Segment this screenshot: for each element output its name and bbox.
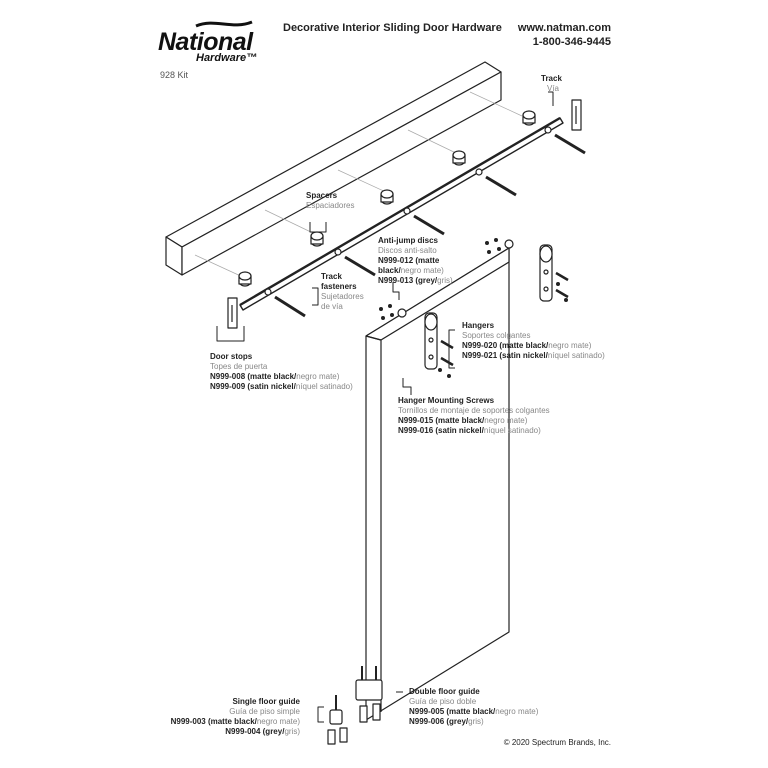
double-guide-label: Double floor guide: [409, 687, 480, 696]
brand-top: National: [158, 28, 253, 56]
hangers-part-2-gray: níquel satinado): [547, 351, 605, 360]
copyright: © 2020 Spectrum Brands, Inc.: [503, 738, 611, 747]
anti-jump-disc-top: [397, 239, 514, 318]
single-guide-label: Single floor guide: [232, 697, 300, 706]
alignment-lines: [194, 91, 523, 279]
door-stop-right: [571, 99, 582, 131]
hanger-left: [424, 312, 454, 370]
door-stops-label: Door stops: [210, 352, 253, 361]
double-guide-part-2: N999-006 (grey/gris): [409, 717, 538, 727]
anti-jump-part-1b-bold: black/: [378, 266, 401, 275]
single-guide-label-es: Guía de piso simple: [229, 707, 300, 716]
single-guide-part-1-gray: negro mate): [256, 717, 300, 726]
hangers-part-1: N999-020 (matte black/negro mate): [462, 341, 605, 351]
single-guide-part-2-gray: gris): [284, 727, 300, 736]
track-fasteners-label-2: fasteners: [321, 282, 357, 291]
anti-jump-part-1a: N999-012 (matte: [378, 256, 440, 265]
trademark: ™: [246, 52, 258, 64]
anti-jump-part-1b-gray: negro mate): [400, 266, 444, 275]
spacer: [310, 231, 324, 247]
callout-hangers: Hangers Soportes colgantes N999-020 (mat…: [462, 321, 605, 361]
hanger-screws-part-1: N999-015 (matte black/negro mate): [398, 416, 550, 426]
callout-door-stops: Door stops Topes de puerta N999-008 (mat…: [210, 352, 353, 392]
brand-logo: National: [158, 28, 253, 57]
spacer: [380, 189, 394, 205]
kit-label: 928 Kit: [160, 70, 189, 80]
door-stops-part-2-gray: níquel satinado): [295, 382, 353, 391]
hanger-screws-part-1-bold: N999-015 (matte black/: [398, 416, 485, 425]
hanger-screws-part-2: N999-016 (satin nickel/níquel satinado): [398, 426, 550, 436]
spacer: [238, 271, 252, 287]
door-stops-label-es: Topes de puerta: [210, 362, 268, 371]
door-stops-part-1-bold: N999-008 (matte black/: [210, 372, 297, 381]
anti-jump-part-2-gray: gris): [437, 276, 453, 285]
spacers-label-es: Espaciadores: [306, 201, 355, 210]
track-bar: [239, 116, 564, 311]
track-fasteners-label-es-2: de vía: [321, 302, 343, 311]
spacer: [452, 150, 466, 166]
door-stops-part-2: N999-009 (satin nickel/níquel satinado): [210, 382, 353, 392]
phone-number: 1-800-346-9445: [532, 36, 611, 48]
hanger-screws-label: Hanger Mounting Screws: [398, 396, 495, 405]
double-guide-part-1-bold: N999-005 (matte black/: [409, 707, 496, 716]
header-board: [165, 61, 502, 276]
brand-bottom: Hardware: [196, 52, 247, 64]
track-fasteners-label-es-1: Sujetadores: [321, 292, 364, 301]
single-guide-part-1: N999-003 (matte black/negro mate): [171, 717, 300, 727]
anti-jump-label-es: Discos anti-salto: [378, 246, 437, 255]
hangers-label: Hangers: [462, 321, 495, 330]
hanger-screws-label-es: Tornillos de montaje de soportes colgant…: [398, 406, 550, 415]
hanger-right: [539, 244, 569, 302]
website: www.natman.com: [517, 22, 611, 34]
hangers-part-1-bold: N999-020 (matte black/: [462, 341, 549, 350]
double-guide-label-es: Guía de piso doble: [409, 697, 477, 706]
double-floor-guide: [355, 666, 383, 723]
anti-jump-part-1b: black/negro mate): [378, 266, 453, 276]
callout-double-floor-guide: Double floor guide Guía de piso doble N9…: [409, 687, 538, 727]
anti-jump-part-2: N999-013 (grey/gris): [378, 276, 453, 286]
track-label: Track: [541, 74, 562, 83]
track-fasteners-label-1: Track: [321, 272, 342, 281]
double-guide-part-2-gray: gris): [468, 717, 484, 726]
track-label-es: Vía: [547, 84, 560, 93]
door-stops-part-1: N999-008 (matte black/negro mate): [210, 372, 353, 382]
single-guide-part-2: N999-004 (grey/gris): [171, 727, 300, 737]
callout-hanger-screws: Hanger Mounting Screws Tornillos de mont…: [398, 396, 550, 436]
double-guide-part-1: N999-005 (matte black/negro mate): [409, 707, 538, 717]
door-stops-part-2-bold: N999-009 (satin nickel/: [210, 382, 296, 391]
anti-jump-discs: [379, 238, 568, 378]
spacers-label: Spacers: [306, 191, 338, 200]
leader-lines: [216, 91, 554, 723]
anti-jump-part-2-bold: N999-013 (grey/: [378, 276, 438, 285]
door-stops-part-1-gray: negro mate): [296, 372, 340, 381]
brand-subtitle: Hardware™: [196, 52, 257, 64]
hangers-part-2: N999-021 (satin nickel/níquel satinado): [462, 351, 605, 361]
double-guide-part-1-gray: negro mate): [495, 707, 539, 716]
door-stop-left: [227, 297, 238, 329]
double-guide-part-2-bold: N999-006 (grey/: [409, 717, 469, 726]
single-guide-part-1-bold: N999-003 (matte black/: [170, 717, 257, 726]
single-floor-guide: [327, 695, 348, 745]
hanger-screws-part-2-bold: N999-016 (satin nickel/: [398, 426, 484, 435]
hangers-part-1-gray: negro mate): [548, 341, 592, 350]
spacer-set: [238, 110, 536, 287]
hanger-screws-part-2-gray: níquel satinado): [483, 426, 541, 435]
anti-jump-label: Anti-jump discs: [378, 236, 439, 245]
callout-track-fasteners: Track fasteners Sujetadores de vía: [321, 272, 364, 312]
single-guide-part-2-bold: N999-004 (grey/: [225, 727, 285, 736]
page-title: Decorative Interior Sliding Door Hardwar…: [283, 22, 502, 34]
callout-single-floor-guide: Single floor guide Guía de piso simple N…: [171, 697, 300, 737]
hangers-label-es: Soportes colgantes: [462, 331, 531, 340]
callout-track: Track Vía: [541, 74, 562, 94]
callout-anti-jump-discs: Anti-jump discs Discos anti-salto N999-0…: [378, 236, 453, 286]
hanger-screws-part-1-gray: negro mate): [484, 416, 528, 425]
hangers-part-2-bold: N999-021 (satin nickel/: [462, 351, 548, 360]
logo-swoosh: [195, 20, 253, 28]
callout-spacers: Spacers Espaciadores: [306, 191, 354, 211]
spacer: [522, 110, 536, 126]
track-fastener-set: [264, 126, 586, 318]
